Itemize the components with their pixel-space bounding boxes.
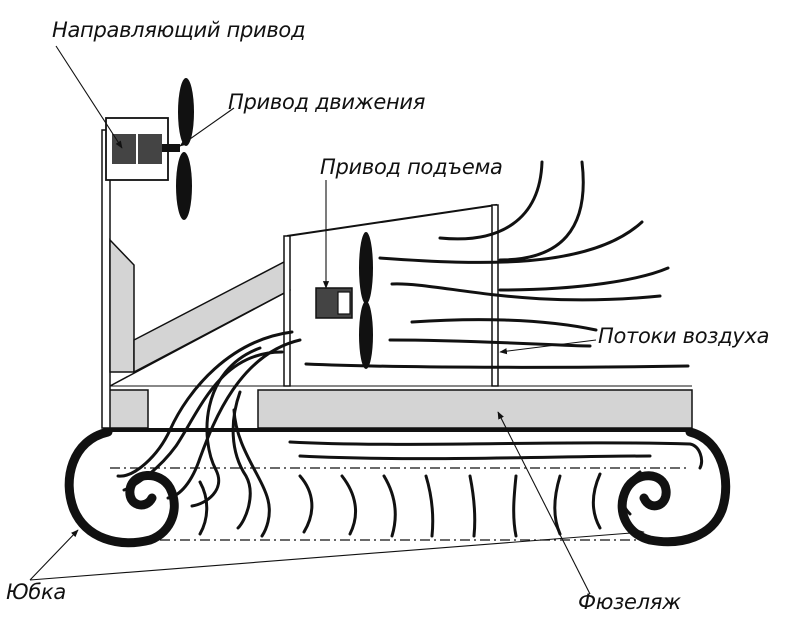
air-flow-curve (116, 330, 294, 478)
air-flow-lines-cushion (116, 330, 704, 538)
air-flow-curve (388, 338, 592, 348)
label-guide-drive: Направляющий привод (52, 18, 306, 42)
air-flow-curve (498, 160, 585, 262)
air-flow-curve (410, 318, 598, 332)
air-flow-curve (231, 390, 252, 530)
lift-motor-cap (337, 291, 351, 315)
motion-drive-motor (138, 134, 162, 164)
leader-lines (29, 45, 645, 595)
air-flow-curve (232, 408, 271, 538)
leader-fuselage (497, 411, 591, 595)
lift-propeller-top-blade (359, 232, 373, 304)
air-flow-curve (512, 474, 518, 538)
air-flow-curve (620, 470, 642, 516)
label-air-flows: Потоки воздуха (598, 324, 770, 348)
leader-air-flows (499, 339, 597, 355)
lift-housing-post (283, 235, 291, 387)
air-flow-curve (468, 474, 477, 538)
air-flow-lines-upper (304, 160, 690, 369)
air-flow-curve (424, 474, 435, 538)
motion-propeller-top-blade (178, 78, 194, 146)
air-flow-curve (553, 474, 562, 536)
duct-floor (109, 289, 291, 387)
air-flow-curve (298, 454, 652, 461)
air-flow-curve (591, 472, 602, 530)
leader-motion-drive (179, 107, 235, 147)
skirt-right-roll (617, 427, 731, 547)
leader-guide-drive (55, 45, 123, 149)
air-flow-curve (498, 266, 670, 292)
mast-brace (109, 238, 135, 373)
label-skirt: Юбка (6, 580, 66, 604)
air-flow-curve (390, 282, 662, 302)
label-lift-drive: Привод подъема (320, 155, 503, 179)
motion-drive-shaft (162, 144, 180, 152)
lift-propeller-bottom-blade (359, 301, 373, 369)
air-flow-curve (298, 474, 314, 534)
leader-skirt-right (29, 529, 645, 581)
air-flow-curve (382, 474, 397, 538)
motion-propeller-bottom-blade (176, 152, 192, 220)
air-flow-curve (340, 474, 357, 536)
air-flow-curve (288, 440, 704, 470)
fuselage-deck (257, 389, 693, 429)
air-flow-curve (190, 346, 262, 508)
label-fuselage: Фюзеляж (578, 590, 681, 614)
leader-skirt-left (29, 529, 79, 581)
air-flow-curve (122, 350, 284, 492)
air-flow-curve (304, 362, 690, 369)
skirt-left-roll (64, 427, 179, 548)
air-flow-curve (378, 220, 644, 264)
fuselage-deck-left (107, 389, 149, 429)
air-flow-curve (198, 480, 209, 536)
label-motion-drive: Привод движения (228, 90, 426, 114)
air-flow-curve (438, 160, 544, 241)
